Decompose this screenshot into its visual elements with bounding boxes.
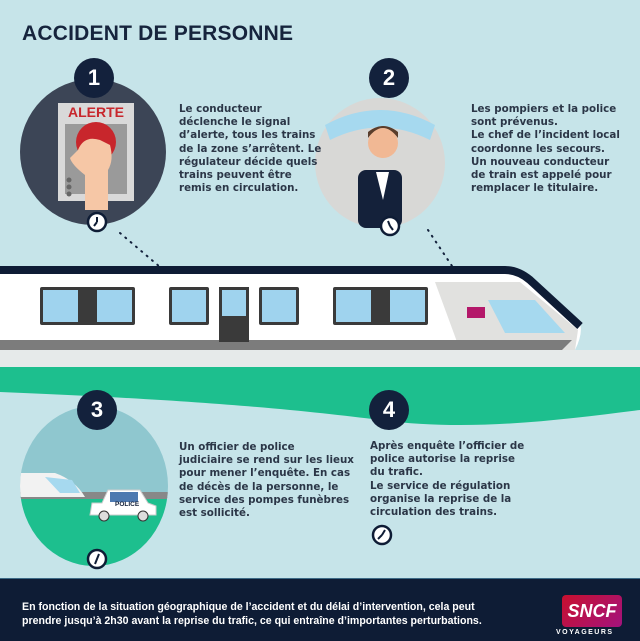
step-badge-4: 4 bbox=[369, 390, 409, 430]
step-badge-2: 2 bbox=[369, 58, 409, 98]
clock-icon bbox=[86, 548, 108, 570]
train-sncf-logo bbox=[467, 307, 485, 318]
clock-icon bbox=[379, 215, 401, 237]
footer: En fonction de la situation géographique… bbox=[0, 578, 640, 641]
clock-icon bbox=[371, 524, 393, 546]
page-title: ACCIDENT DE PERSONNE bbox=[22, 22, 294, 45]
step-text-2: Les pompiers et la police sont prévenus.… bbox=[471, 103, 620, 195]
clock-icon bbox=[86, 211, 108, 233]
step-text-4: Après enquête l’officier de police autor… bbox=[370, 440, 525, 519]
illustration-driver bbox=[315, 98, 445, 228]
connector-1 bbox=[119, 232, 161, 268]
ground-strip bbox=[0, 350, 640, 368]
sncf-logo-subtitle: VOYAGEURS bbox=[556, 629, 614, 636]
footer-text: En fonction de la situation géographique… bbox=[22, 601, 482, 627]
illustration-police bbox=[20, 406, 168, 566]
train-illustration bbox=[0, 266, 583, 350]
step-text-1: Le conducteur déclenche le signal d’aler… bbox=[179, 103, 322, 195]
alert-label: ALERTE bbox=[68, 104, 124, 120]
connector-2 bbox=[427, 229, 453, 267]
sncf-logo: SNCF bbox=[562, 595, 622, 627]
police-label: POLICE bbox=[115, 501, 140, 508]
illustration-alert bbox=[20, 79, 166, 225]
step-badge-3: 3 bbox=[77, 390, 117, 430]
green-band bbox=[0, 367, 640, 426]
step-text-3: Un officier de police judiciaire se rend… bbox=[179, 441, 354, 520]
step-badge-1: 1 bbox=[74, 58, 114, 98]
